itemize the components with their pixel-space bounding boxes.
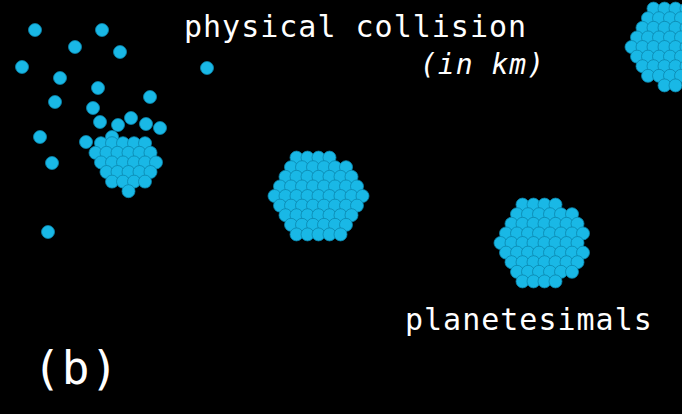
title-label: physical collision: [184, 10, 527, 43]
dust-grain: [140, 118, 153, 131]
dust-grain: [125, 112, 138, 125]
dust-grain: [154, 122, 167, 135]
dust-grain: [334, 228, 347, 241]
dust-grain: [139, 175, 152, 188]
unit-label: (in km): [420, 50, 545, 81]
dust-grain: [34, 131, 47, 144]
dust-grain: [54, 72, 67, 85]
dust-grain: [122, 185, 135, 198]
dust-grain: [94, 116, 107, 129]
dust-grain: [549, 275, 562, 288]
dust-grain: [46, 157, 59, 170]
dust-grain: [49, 96, 62, 109]
panel-letter: (b): [33, 343, 119, 394]
dust-grain: [69, 41, 82, 54]
dust-grain: [42, 226, 55, 239]
dust-grain: [16, 61, 29, 74]
dust-grain: [669, 79, 682, 92]
dust-grain: [112, 119, 125, 132]
dust-grain: [201, 62, 214, 75]
dust-grain: [29, 24, 42, 37]
dust-grain: [566, 265, 579, 278]
dust-grain: [144, 91, 157, 104]
dust-grain: [96, 24, 109, 37]
dust-grain: [87, 102, 100, 115]
dust-grain: [92, 82, 105, 95]
dust-grain: [114, 46, 127, 59]
planetesimal-label: planetesimals: [405, 303, 653, 336]
dust-grain: [80, 136, 93, 149]
